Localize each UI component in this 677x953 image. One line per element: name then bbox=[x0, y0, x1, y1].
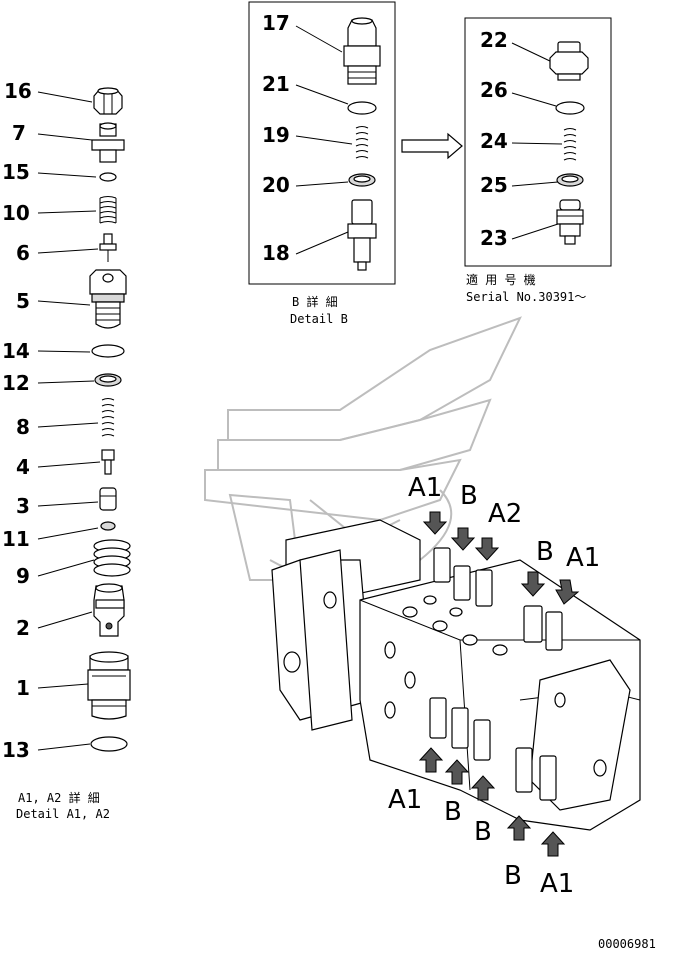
spool-part bbox=[347, 199, 377, 271]
part-number: 12 bbox=[2, 371, 30, 395]
part-number: 11 bbox=[2, 527, 30, 551]
spring-part bbox=[93, 539, 131, 577]
assembly-label: A1 bbox=[540, 869, 574, 899]
part-number: 25 bbox=[480, 173, 508, 197]
assembly-label: B bbox=[536, 537, 554, 567]
cap-nut-part bbox=[549, 41, 589, 81]
part-number: 20 bbox=[262, 173, 290, 197]
assembly-label: B bbox=[460, 481, 478, 511]
part-number: 26 bbox=[480, 78, 508, 102]
applicable-jp: 適 用 号 機 bbox=[466, 272, 536, 287]
assembly-label: A2 bbox=[488, 499, 522, 529]
part-number: 22 bbox=[480, 28, 508, 52]
spring-part bbox=[563, 128, 577, 161]
backup-ring-part bbox=[556, 173, 584, 187]
hex-nut-part bbox=[93, 87, 123, 115]
part-number: 19 bbox=[262, 123, 290, 147]
part-number: 5 bbox=[16, 289, 30, 313]
part-number: 21 bbox=[262, 72, 290, 96]
detail-b-caption-jp: B 詳 細 bbox=[292, 294, 338, 309]
sleeve-part bbox=[89, 269, 127, 329]
part-number: 3 bbox=[16, 494, 30, 518]
assembly-label: B bbox=[444, 797, 462, 827]
arrow-up-icon bbox=[418, 747, 566, 857]
assembly-label: A1 bbox=[566, 543, 600, 573]
part-number: 4 bbox=[16, 455, 30, 479]
o-ring-part bbox=[91, 344, 125, 358]
spring-part bbox=[99, 196, 117, 224]
part-number: 14 bbox=[2, 339, 30, 363]
o-ring-part bbox=[347, 101, 377, 115]
spring-part bbox=[101, 398, 115, 437]
piston-part bbox=[101, 449, 115, 475]
assembly-label: B bbox=[504, 861, 522, 891]
detail-b-caption-en: Detail B bbox=[290, 312, 348, 326]
part-number: 1 bbox=[16, 676, 30, 700]
valve-body-part bbox=[93, 583, 125, 637]
detail-b-panel: 17 21 19 20 18 bbox=[248, 1, 396, 285]
part-number: 15 bbox=[2, 160, 30, 184]
o-ring-part bbox=[555, 101, 585, 115]
part-number: 16 bbox=[4, 79, 32, 103]
detail-a-caption-jp: A1, A2 詳 細 bbox=[18, 790, 100, 805]
arrow-down-icon bbox=[422, 511, 580, 605]
detail-new-panel: 22 26 24 25 23 bbox=[464, 17, 612, 267]
relief-valve-lower bbox=[429, 697, 557, 801]
replacement-arrow-icon bbox=[401, 132, 463, 160]
part-number: 13 bbox=[2, 738, 30, 762]
part-number: 7 bbox=[12, 121, 26, 145]
part-number: 23 bbox=[480, 226, 508, 250]
assembly-label: A1 bbox=[388, 785, 422, 815]
backup-ring-part bbox=[94, 373, 122, 387]
detail-a-caption-en: Detail A1, A2 bbox=[16, 807, 110, 821]
part-number: 18 bbox=[262, 241, 290, 265]
pin-part bbox=[99, 233, 117, 262]
ring-part bbox=[100, 521, 116, 531]
part-number: 2 bbox=[16, 616, 30, 640]
part-number: 9 bbox=[16, 564, 30, 588]
part-number: 10 bbox=[2, 201, 30, 225]
part-number: 17 bbox=[262, 11, 290, 35]
assembly-label: B bbox=[474, 817, 492, 847]
backup-ring-part bbox=[348, 173, 376, 187]
left-detail: 16 7 15 10 6 5 14 12 8 4 3 11 9 2 1 13 bbox=[2, 79, 131, 821]
spring-part bbox=[355, 126, 369, 159]
part-number: 8 bbox=[16, 415, 30, 439]
applicable-serial: Serial No.30391〜 bbox=[466, 290, 586, 304]
part-number: 24 bbox=[480, 129, 508, 153]
o-ring-part bbox=[90, 736, 128, 752]
part-number: 6 bbox=[16, 241, 30, 265]
drawing-number: 00006981 bbox=[598, 937, 656, 951]
relief-valve-upper bbox=[433, 547, 563, 651]
cap-part bbox=[343, 17, 381, 85]
assembly-label: A1 bbox=[408, 473, 442, 503]
spool-part bbox=[556, 199, 584, 245]
plug-part bbox=[99, 487, 117, 511]
housing-part bbox=[87, 651, 131, 720]
control-valve-assembly bbox=[271, 511, 641, 857]
adjust-screw-part bbox=[91, 122, 125, 163]
o-ring-part bbox=[99, 172, 117, 182]
